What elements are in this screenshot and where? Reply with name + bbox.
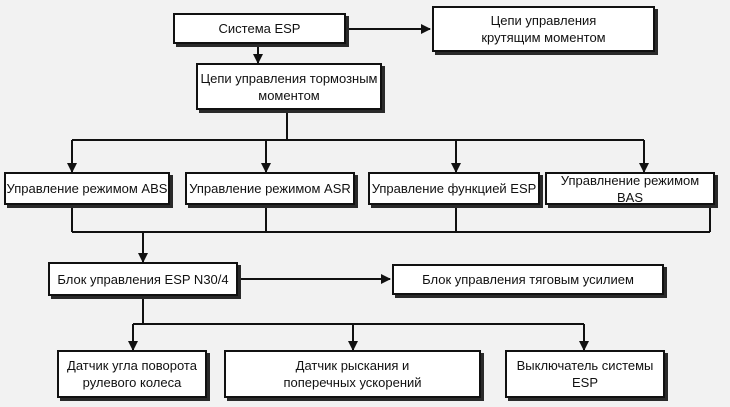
box-torque-circuits-label: Цепи управления крутящим моментом xyxy=(481,13,606,45)
box-abs-mode-label: Управление режимом ABS xyxy=(6,181,168,196)
box-asr-mode: Управление режимом ASR xyxy=(185,172,355,205)
box-yaw-sensor-label: Датчик рыскания и поперечных ускорений xyxy=(283,358,422,390)
box-asr-mode-label: Управление режимом ASR xyxy=(189,181,351,196)
box-steering-angle-sensor: Датчик угла поворота рулевого колеса xyxy=(57,350,207,398)
box-bas-mode-label: Управлнение режимом BAS xyxy=(560,172,700,205)
box-bas-mode: Управлнение режимом BAS xyxy=(545,172,715,205)
box-torque-circuits: Цепи управления крутящим моментом xyxy=(432,6,655,52)
box-steering-angle-sensor-label: Датчик угла поворота рулевого колеса xyxy=(67,358,197,390)
box-esp-switch-label: Выключатель системы ESP xyxy=(516,358,654,390)
box-traction-control-unit: Блок управления тяговым усилием xyxy=(392,264,664,295)
box-esp-system-label: Система ESP xyxy=(218,21,301,36)
box-esp-control-unit-label: Блок управления ESP N30/4 xyxy=(57,271,229,287)
box-esp-system: Система ESP xyxy=(173,13,346,44)
box-traction-control-unit-label: Блок управления тяговым усилием xyxy=(422,272,634,287)
box-abs-mode: Управление режимом ABS xyxy=(4,172,170,205)
box-brake-torque-circuits-label: Цепи управления тормозным моментом xyxy=(200,70,378,103)
box-esp-switch: Выключатель системы ESP xyxy=(505,350,665,398)
box-esp-function: Управление функцией ESP xyxy=(368,172,540,205)
box-esp-control-unit: Блок управления ESP N30/4 xyxy=(48,262,238,296)
box-brake-torque-circuits: Цепи управления тормозным моментом xyxy=(196,63,382,110)
box-esp-function-label: Управление функцией ESP xyxy=(371,181,537,196)
box-yaw-sensor: Датчик рыскания и поперечных ускорений xyxy=(224,350,481,398)
